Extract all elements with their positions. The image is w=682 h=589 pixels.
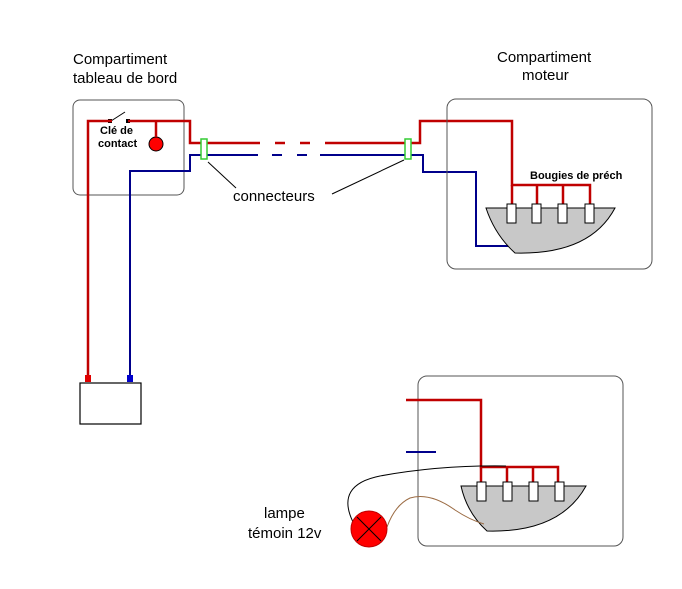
glow-plug [531,203,542,224]
engine-box [446,98,653,270]
dashboard-box [72,99,185,196]
test-lead-brown [386,496,485,528]
test-engine-box [417,375,624,547]
glow-plugs [506,203,595,224]
connector-right [404,138,412,160]
battery-icon [79,375,142,425]
glow-plug [557,203,568,224]
ignition-key-label-line2: contact [98,138,137,150]
test-lead-black [347,465,507,523]
connectors-label: connecteurs [233,188,315,205]
glow-plug [554,481,565,502]
indicator-lamp-icon [350,510,388,548]
engine-compartment: Compartiment moteur Bougies de préch [446,49,653,270]
glow-plug [502,481,513,502]
glow-plug [528,481,539,502]
ignition-key-label-line1: Clé de [100,125,133,137]
engine-title-line1: Compartiment [497,49,592,66]
dashboard-title-line2: tableau de bord [73,70,177,87]
negative-wires [129,154,514,375]
dashboard-title-line1: Compartiment [73,51,168,68]
engine-title-line2: moteur [522,67,569,84]
test-glow-plugs [476,481,565,502]
glow-plug [476,481,487,502]
glow-plug [506,203,517,224]
engine-block-icon [485,207,616,254]
dashboard-light-icon [148,136,164,152]
connector-left [200,138,208,160]
connectors: connecteurs [200,138,412,205]
glow-plugs-label: Bougies de préch [530,170,623,182]
dashboard-compartment: Compartiment tableau de bord Clé de cont… [72,51,185,196]
test-lamp-label-line2: témoin 12v [248,525,322,542]
test-compartment: lampe témoin 12v [248,375,624,548]
positive-wires [86,119,592,375]
test-lamp-label-line1: lampe [264,505,305,522]
glow-plug [584,203,595,224]
